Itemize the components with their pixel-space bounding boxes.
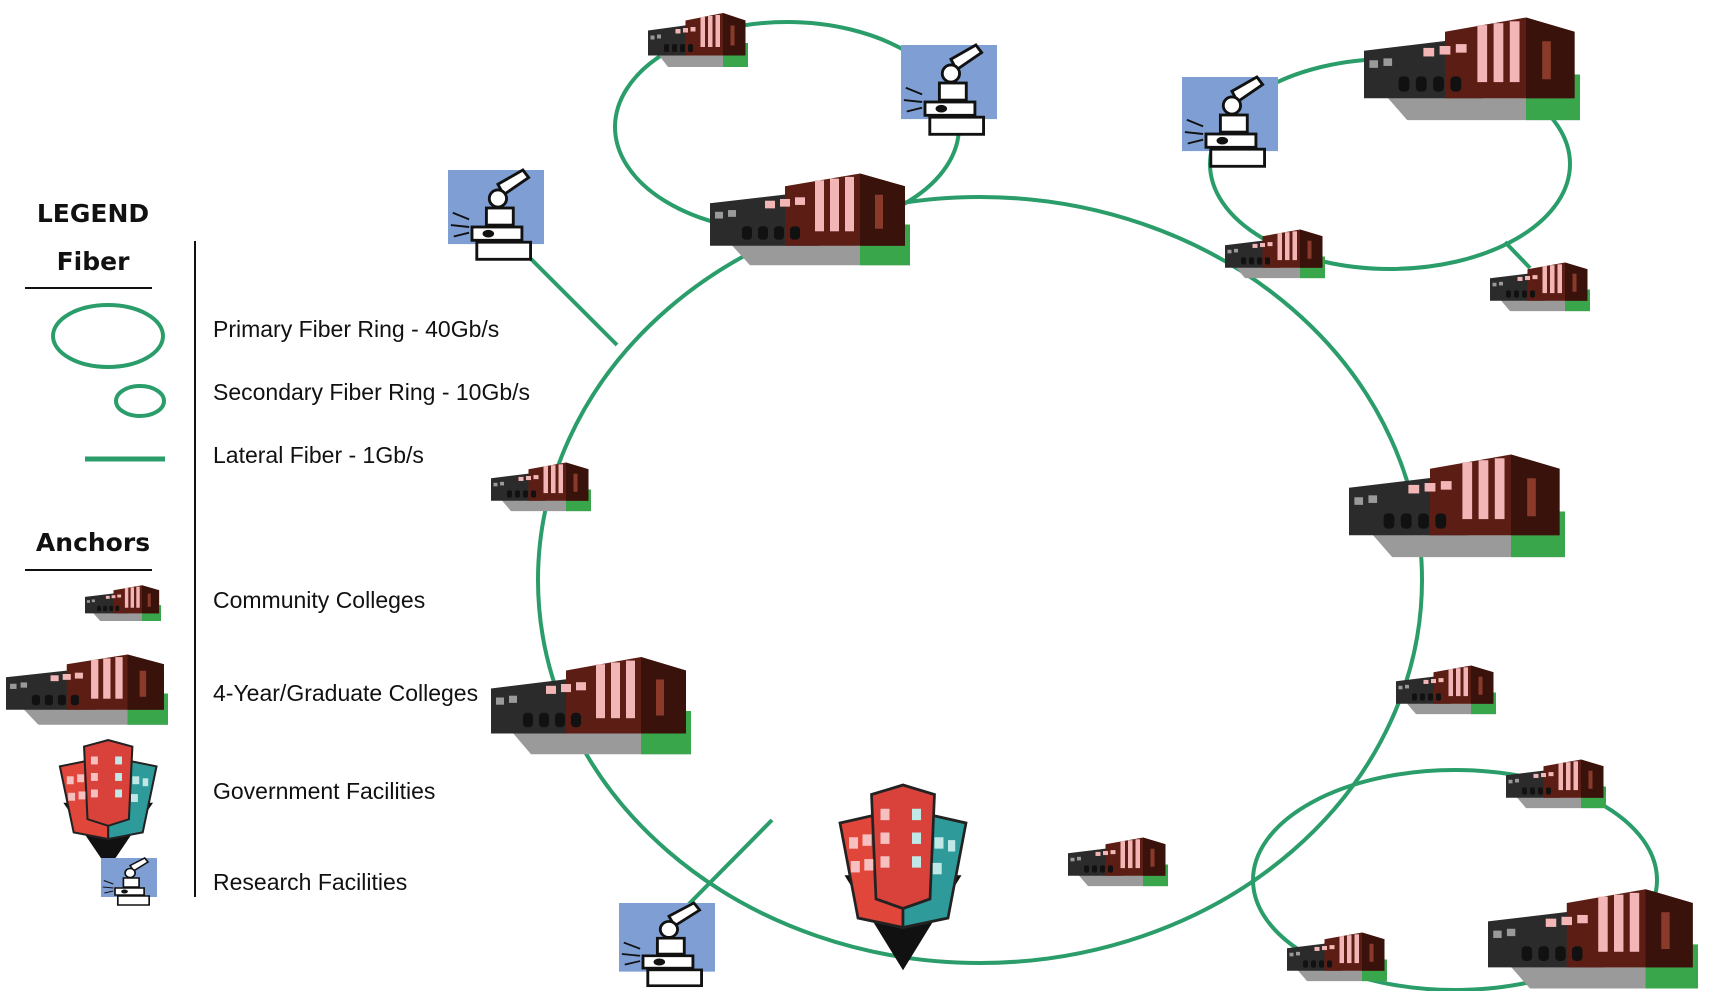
government-facility-icon xyxy=(58,738,158,870)
community-college-icon xyxy=(491,462,591,512)
community-college-icon xyxy=(1506,759,1606,809)
legend-anchors-heading: Anchors xyxy=(36,528,150,557)
community-college-icon xyxy=(1396,665,1496,715)
anchors xyxy=(446,13,1698,989)
legend-graduate-colleges-label: 4-Year/Graduate Colleges xyxy=(213,680,478,706)
graduate-college-icon xyxy=(6,654,168,725)
research-facility-icon xyxy=(446,168,546,261)
community-college-icon xyxy=(1490,262,1590,312)
graduate-college-icon xyxy=(710,173,910,266)
legend-secondary-ring-label: Secondary Fiber Ring - 10Gb/s xyxy=(213,379,530,405)
lateral-fiber-nw xyxy=(515,243,619,347)
government-facility-icon xyxy=(838,783,968,972)
legend-fiber-heading: Fiber xyxy=(57,247,130,276)
community-college-icon xyxy=(648,13,748,67)
community-college-icon xyxy=(1068,837,1168,887)
legend-lateral-fiber-label: Lateral Fiber - 1Gb/s xyxy=(213,442,424,468)
research-facility-icon xyxy=(899,43,999,136)
graduate-college-icon xyxy=(1364,17,1580,121)
primary-ring-swatch xyxy=(51,303,165,369)
legend-primary-ring-label: Primary Fiber Ring - 40Gb/s xyxy=(213,316,499,342)
fiber-network xyxy=(515,20,1659,991)
research-facility-icon xyxy=(1180,75,1280,168)
lateral-fiber-ne xyxy=(1503,240,1532,270)
legend-community-colleges-label: Community Colleges xyxy=(213,587,425,613)
research-facility-icon xyxy=(100,857,158,906)
legend: LEGEND Fiber Primary Fiber Ring - 40Gb/s… xyxy=(6,199,530,906)
primary-fiber-ring xyxy=(536,195,1424,965)
graduate-college-icon xyxy=(491,657,691,755)
legend-research-facilities-label: Research Facilities xyxy=(213,869,407,895)
secondary-ring-swatch xyxy=(114,384,166,418)
legend-government-facilities-label: Government Facilities xyxy=(213,778,435,804)
graduate-college-icon xyxy=(1488,889,1698,989)
secondary-ring-southeast xyxy=(1251,768,1659,991)
research-facility-icon xyxy=(617,901,717,988)
lateral-fiber-sw xyxy=(681,818,774,912)
community-college-icon xyxy=(1287,932,1387,982)
community-college-icon xyxy=(85,585,161,621)
graduate-college-icon xyxy=(1349,454,1565,558)
community-college-icon xyxy=(1225,229,1325,279)
legend-title: LEGEND xyxy=(37,199,149,228)
